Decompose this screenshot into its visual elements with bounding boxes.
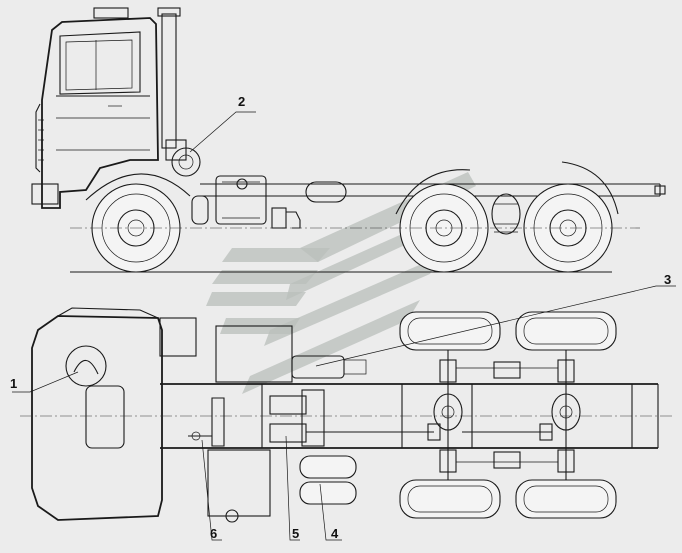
callout-leaders	[12, 111, 676, 541]
callout-6: 6	[210, 526, 217, 541]
plan-view	[20, 307, 672, 523]
callout-5: 5	[292, 526, 299, 541]
callout-2: 2	[238, 94, 245, 109]
callout-4: 4	[331, 526, 339, 541]
callout-1: 1	[10, 376, 17, 391]
callout-3: 3	[664, 272, 671, 287]
side-view	[31, 7, 666, 273]
